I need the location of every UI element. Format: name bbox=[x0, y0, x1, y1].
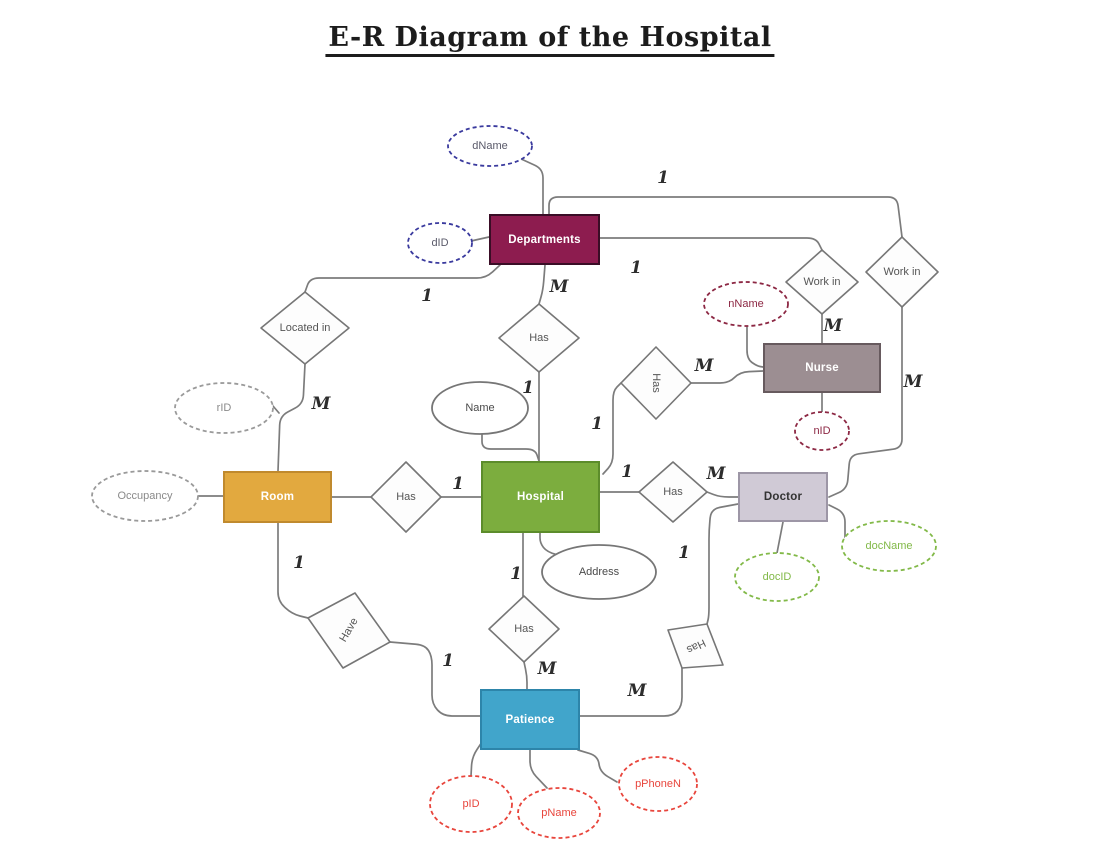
attribute-ellipse-nid bbox=[794, 411, 850, 451]
entity-doctor: Doctor bbox=[738, 472, 828, 522]
attribute-ellipse-dname bbox=[447, 125, 533, 167]
attribute-label-rid: rID bbox=[216, 402, 232, 414]
connector-doctor-to-haspatience bbox=[706, 503, 739, 625]
cardinality-label: 1 bbox=[452, 474, 464, 494]
connector-address-to-hospital bbox=[539, 532, 574, 560]
relationship-label-located-in: Located in bbox=[279, 322, 331, 334]
attribute-label-pname: pName bbox=[541, 807, 577, 819]
relationship-have-room-patience bbox=[307, 592, 391, 669]
attribute-ellipse-rid bbox=[174, 382, 274, 434]
relationship-label-has-hospital-doctor: Has bbox=[663, 486, 683, 498]
cardinality-label: M bbox=[823, 316, 843, 336]
entity-departments: Departments bbox=[489, 214, 600, 265]
cardinality-label: 1 bbox=[522, 378, 534, 398]
connector-doctor-to-docname bbox=[828, 504, 846, 545]
cardinality-label: 1 bbox=[630, 258, 642, 278]
relationship-has-hospital-nurse bbox=[620, 346, 692, 420]
attribute-label-occupancy: Occupancy bbox=[117, 490, 173, 502]
page-title: E-R Diagram of the Hospital bbox=[325, 22, 775, 57]
connector-name-to-hospital bbox=[481, 433, 540, 462]
attribute-label-pphonen: pPhoneN bbox=[635, 778, 681, 790]
attribute-ellipse-docname bbox=[841, 520, 937, 572]
connector-room-to-have bbox=[277, 522, 309, 619]
entity-room: Room bbox=[223, 471, 332, 523]
connector-patience-to-pid bbox=[470, 741, 483, 777]
cardinality-label: M bbox=[537, 659, 557, 679]
connector-departments-to-has bbox=[538, 264, 546, 305]
entity-nurse: Nurse bbox=[763, 343, 881, 393]
attribute-label-docname: docName bbox=[865, 540, 913, 552]
attribute-ellipse-did bbox=[407, 222, 473, 264]
cardinality-label: M bbox=[903, 372, 923, 392]
attribute-ellipse-nname bbox=[703, 281, 789, 327]
connector-hasnurse-to-nurse bbox=[690, 370, 764, 384]
connector-workindoctor-to-doctor bbox=[828, 306, 903, 498]
cardinality-label: 1 bbox=[293, 553, 305, 573]
cardinality-label: M bbox=[694, 356, 714, 376]
relationship-work-in-doctor bbox=[865, 236, 939, 308]
connector-departments-to-workin-doctor bbox=[548, 196, 903, 238]
connector-nname-to-nurse bbox=[746, 325, 764, 368]
connector-haspatience-to-patience bbox=[579, 667, 683, 717]
connector-locatedin-to-room bbox=[277, 363, 306, 472]
connector-hospital-to-hasnurse bbox=[602, 382, 622, 475]
cardinality-label: 1 bbox=[591, 414, 603, 434]
cardinality-label: 1 bbox=[510, 564, 522, 584]
relationship-label-work-in-nurse: Work in bbox=[803, 276, 841, 288]
connector-rid-link bbox=[272, 405, 280, 414]
cardinality-label: 1 bbox=[621, 462, 633, 482]
cardinality-label: 1 bbox=[421, 286, 433, 306]
connector-dname-to-departments bbox=[518, 157, 544, 215]
relationship-has-room-hospital bbox=[370, 461, 442, 533]
attribute-ellipse-occupancy bbox=[91, 470, 199, 522]
cardinality-label: 1 bbox=[442, 651, 454, 671]
attribute-label-nname: nName bbox=[728, 298, 764, 310]
attribute-label-did: dID bbox=[431, 237, 449, 249]
cardinality-label: M bbox=[311, 394, 331, 414]
relationship-work-in-nurse bbox=[785, 249, 859, 315]
relationship-label-work-in-doctor: Work in bbox=[883, 266, 921, 278]
connector-have-to-patience bbox=[389, 641, 481, 717]
connector-did-to-departments bbox=[470, 236, 490, 242]
attribute-label-name: Name bbox=[465, 402, 495, 414]
attribute-label-pid: pID bbox=[462, 798, 480, 810]
connector-departments-to-workin-nurse bbox=[599, 237, 823, 251]
connector-hasdoctor-to-doctor bbox=[706, 491, 739, 498]
cardinality-label: M bbox=[549, 277, 569, 297]
relationship-located-in bbox=[260, 291, 350, 365]
attribute-ellipse-pphonen bbox=[618, 756, 698, 812]
cardinality-label: 1 bbox=[678, 543, 690, 563]
connector-patience-to-pname bbox=[529, 749, 548, 789]
cardinality-label: M bbox=[706, 464, 726, 484]
relationship-label-has-room-hospital: Has bbox=[396, 491, 416, 503]
relationship-label-has-hospital-nurse: Has bbox=[650, 373, 662, 393]
cardinality-label: 1 bbox=[657, 168, 669, 188]
relationship-has-hospital-doctor bbox=[638, 461, 708, 523]
relationship-label-has-hospital-patience: Has bbox=[514, 623, 534, 635]
attribute-ellipse-pname bbox=[517, 787, 601, 839]
entity-patience: Patience bbox=[480, 689, 580, 750]
attribute-label-docid: docID bbox=[762, 571, 792, 583]
connector-doctor-to-docid bbox=[776, 521, 784, 554]
attribute-ellipse-docid bbox=[734, 552, 820, 602]
attribute-label-nid: nID bbox=[813, 425, 831, 437]
relationship-has-hospital-patience bbox=[488, 595, 560, 663]
relationship-has-patience-doctor bbox=[667, 623, 724, 669]
attribute-ellipse-name bbox=[431, 381, 529, 435]
attribute-ellipse-address bbox=[541, 544, 657, 600]
connector-haspat-to-patience bbox=[523, 661, 528, 690]
relationship-has-dept-hospital bbox=[498, 303, 580, 373]
attribute-ellipse-pid bbox=[429, 775, 513, 833]
attribute-label-address: Address bbox=[578, 566, 620, 578]
relationship-label-has-dept-hospital: Has bbox=[529, 332, 549, 344]
attribute-label-dname: dName bbox=[472, 140, 508, 152]
connector-departments-to-locatedin bbox=[304, 264, 501, 293]
entity-hospital: Hospital bbox=[481, 461, 600, 533]
cardinality-label: M bbox=[627, 681, 647, 701]
connector-patience-to-pphonen bbox=[577, 749, 618, 783]
